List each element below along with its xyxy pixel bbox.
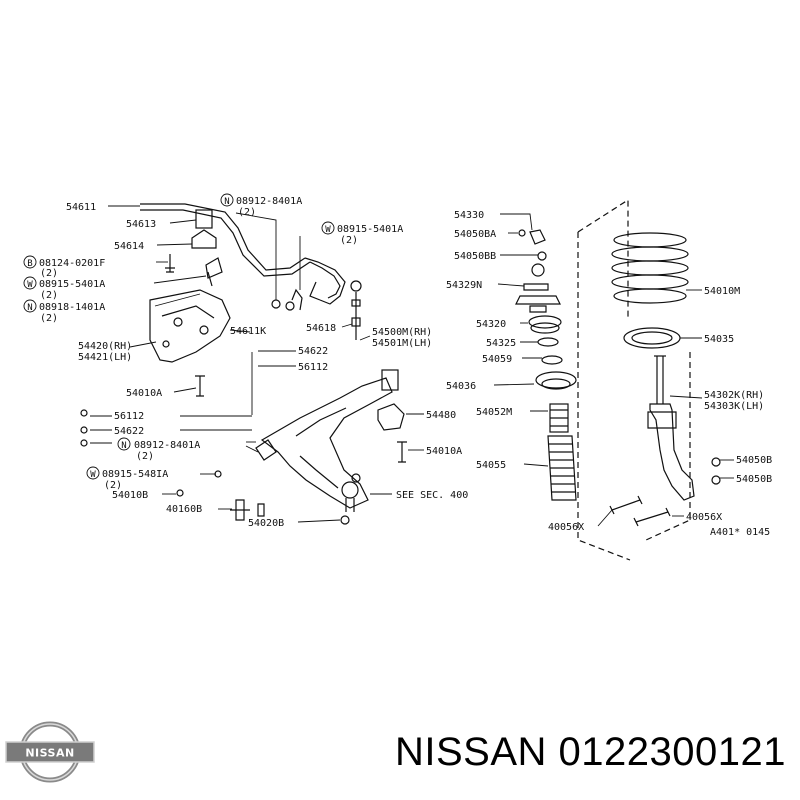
callout-label: 54050BB xyxy=(454,251,496,262)
callout-label: 08912-8401A xyxy=(236,196,302,207)
callout-label: 54330 xyxy=(454,210,484,221)
callout-label: 54050BA xyxy=(454,229,496,240)
callout-label: 08912-8401A xyxy=(134,440,200,451)
callout-label: (2) xyxy=(238,207,256,218)
callout-label: 08915-5401A xyxy=(337,224,403,235)
bolt-symbol: B xyxy=(27,259,32,269)
callout-label: 54010A xyxy=(126,388,162,399)
callout-label: 40056X xyxy=(548,522,584,533)
coil-strut-drawing xyxy=(577,198,721,561)
callout-label: 56112 xyxy=(114,411,144,422)
callout-label: (2) xyxy=(136,451,154,462)
washer-symbol: W xyxy=(90,470,96,480)
leader-lines xyxy=(90,205,734,527)
callout-label: (2) xyxy=(104,480,122,491)
fastener-symbol-letters: N W B W N N W xyxy=(27,197,331,480)
callout-label: 54320 xyxy=(476,319,506,330)
callout-label: 08915-548IA xyxy=(102,469,168,480)
callout-label: 54500M(RH) xyxy=(372,327,432,338)
callout-label: 54420(RH) xyxy=(78,341,132,352)
callout-label: 54618 xyxy=(306,323,336,334)
callout-label: 54622 xyxy=(114,426,144,437)
callout-label: 54020B xyxy=(248,518,284,529)
callout-label: 08918-1401A xyxy=(39,302,105,313)
callout-label: 54611 xyxy=(66,202,96,213)
callout-label: 54036 xyxy=(446,381,476,392)
callout-label: 54329N xyxy=(446,280,482,291)
nut-symbol: N xyxy=(121,441,126,451)
fastener-symbols xyxy=(23,193,335,480)
callout-label: (2) xyxy=(40,313,58,324)
callout-label: 54480 xyxy=(426,410,456,421)
callout-label: 40056X xyxy=(686,512,722,523)
logo-text: NISSAN xyxy=(25,747,74,760)
callout-label: (2) xyxy=(40,268,58,279)
callout-label: 54052M xyxy=(476,407,512,418)
callout-label: 54613 xyxy=(126,219,156,230)
brand-footer: NISSAN NISSAN 0122300121 xyxy=(0,718,800,788)
callout-label: 54303K(LH) xyxy=(704,401,764,412)
part-caption: NISSAN 0122300121 xyxy=(395,730,786,774)
stabilizer-bar-drawing xyxy=(140,203,362,340)
callout-labels: 54611 54613 54614 08124-0201F (2) 08915-… xyxy=(39,196,772,538)
nut-symbol: N xyxy=(27,303,32,313)
strut-parts-drawing xyxy=(515,229,577,501)
callout-label: 54050B xyxy=(736,455,772,466)
callout-label: 54302K(RH) xyxy=(704,390,764,401)
callout-label: (2) xyxy=(40,290,58,301)
callout-label: 54010B xyxy=(112,490,148,501)
callout-label: 54055 xyxy=(476,460,506,471)
callout-label: 54010A xyxy=(426,446,462,457)
control-arm-drawing xyxy=(80,289,407,525)
callout-label: 54325 xyxy=(486,338,516,349)
callout-label: 54614 xyxy=(114,241,144,252)
callout-label: 54622 xyxy=(298,346,328,357)
washer-symbol: W xyxy=(27,280,33,290)
callout-label: 54010M xyxy=(704,286,740,297)
callout-label: 54611K xyxy=(230,326,266,337)
callout-label: 08915-5401A xyxy=(39,279,105,290)
callout-label: 54059 xyxy=(482,354,512,365)
callout-label: A401* 0145 xyxy=(710,527,770,538)
callout-label: 54035 xyxy=(704,334,734,345)
nissan-logo: NISSAN xyxy=(5,721,95,783)
callout-label: (2) xyxy=(340,235,358,246)
callout-label: 40160B xyxy=(166,504,202,515)
washer-symbol: W xyxy=(325,225,331,235)
callout-label: 54501M(LH) xyxy=(372,338,432,349)
callout-label: 08124-0201F xyxy=(39,258,105,269)
callout-label: 56112 xyxy=(298,362,328,373)
callout-label: SEE SEC. 400 xyxy=(396,490,468,501)
callout-label: 54050B xyxy=(736,474,772,485)
callout-label: 54421(LH) xyxy=(78,352,132,363)
nut-symbol: N xyxy=(224,197,229,207)
